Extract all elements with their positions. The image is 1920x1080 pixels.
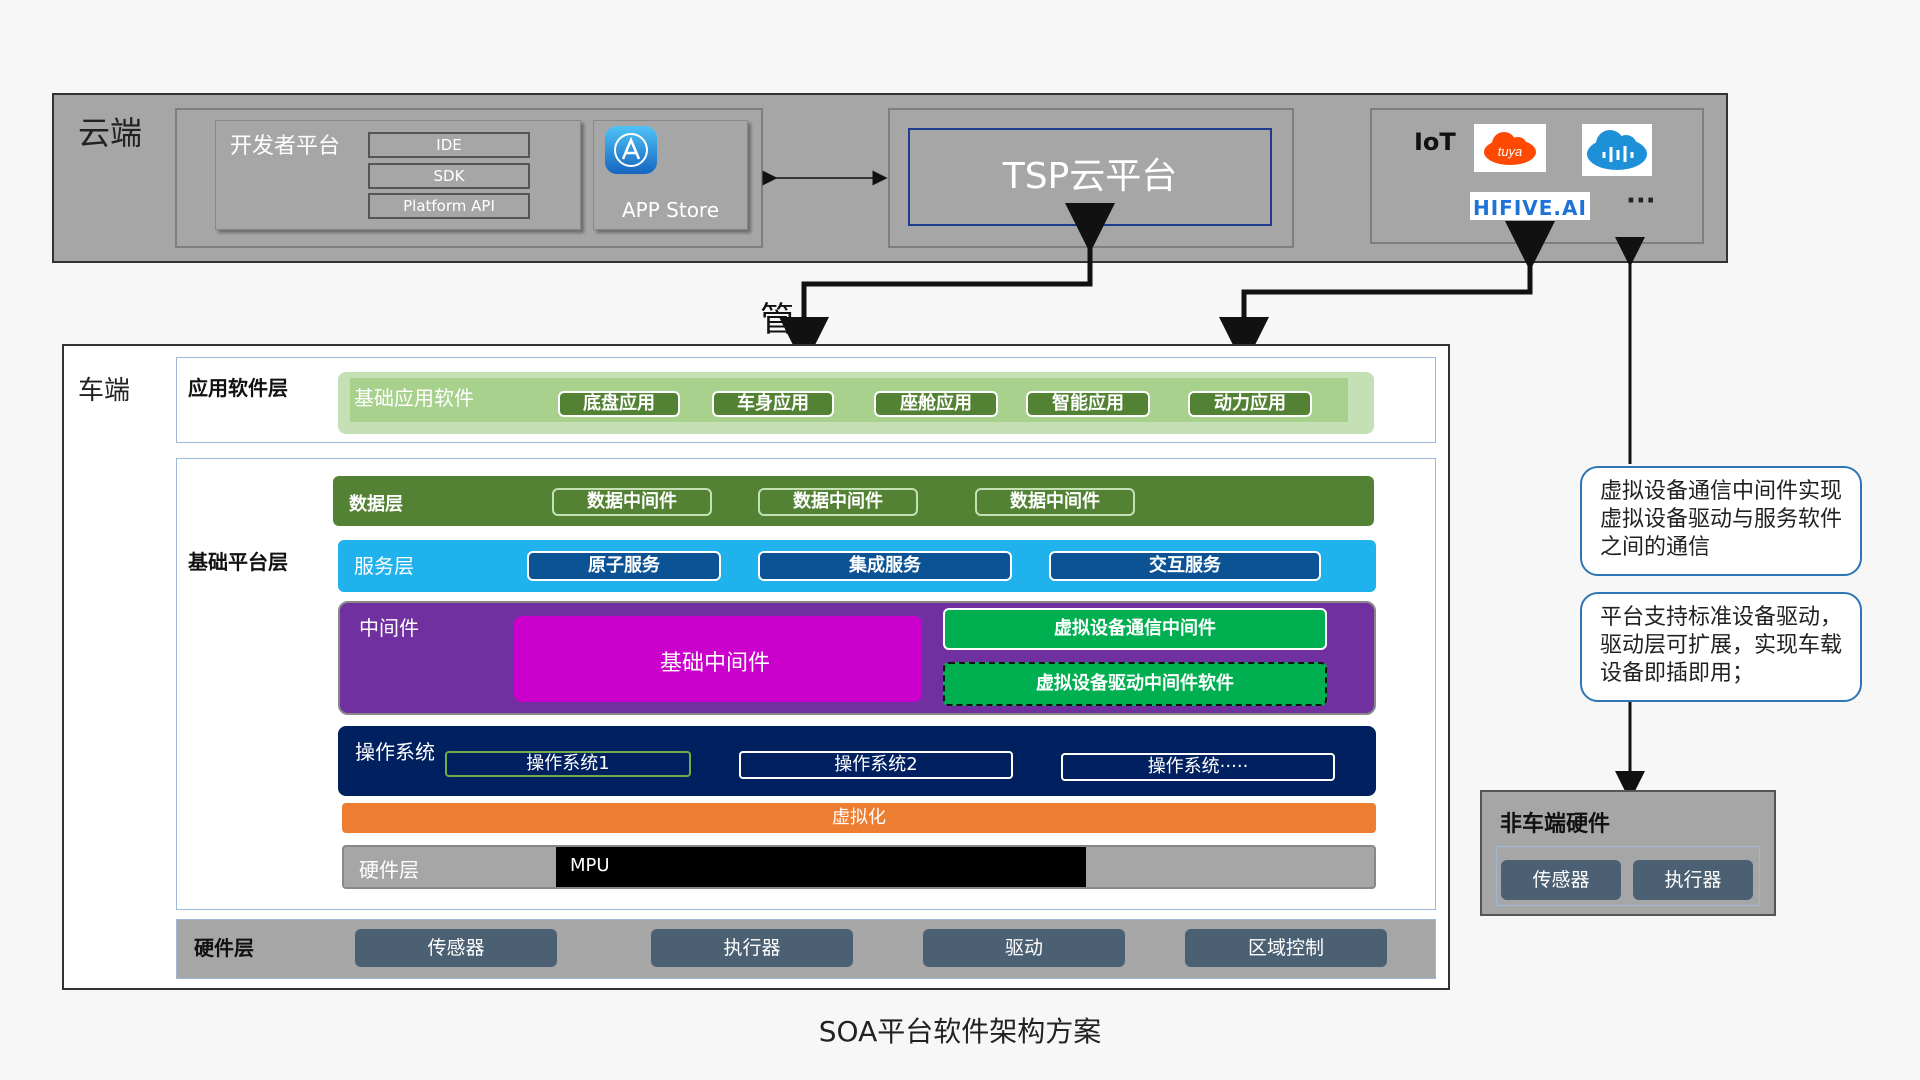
hardware-layer-label: 硬件层 (194, 936, 254, 960)
hw-driver[interactable]: 驱动 (923, 929, 1125, 967)
tsp-platform[interactable]: TSP云平台 (908, 128, 1272, 226)
cloud-title: 云端 (78, 114, 143, 152)
mpu-label: MPU (570, 855, 610, 876)
platform-hw-label: 硬件层 (359, 858, 419, 882)
app-store-icon[interactable] (605, 126, 657, 174)
virtualization-bar[interactable]: 虚拟化 (342, 803, 1376, 833)
os-1[interactable]: 操作系统1 (445, 751, 691, 777)
mpu-block[interactable] (556, 847, 1086, 887)
hw-actuator[interactable]: 执行器 (651, 929, 853, 967)
os-layer (338, 726, 1376, 796)
hifive-logo (1470, 192, 1590, 220)
svg-text:tuya: tuya (1498, 144, 1523, 159)
hifive-logo-text: HIFIVE.AI (1473, 196, 1587, 220)
iot-label: IoT (1414, 128, 1456, 156)
app-chassis[interactable]: 底盘应用 (558, 391, 680, 417)
atomic-service[interactable]: 原子服务 (527, 551, 721, 581)
sdk-item[interactable]: SDK (368, 163, 530, 189)
virtual-comm-middleware[interactable]: 虚拟设备通信中间件 (943, 608, 1327, 650)
platform-api-item[interactable]: Platform API (368, 193, 530, 219)
hw-zone-control[interactable]: 区域控制 (1185, 929, 1387, 967)
offboard-sensor[interactable]: 传感器 (1501, 860, 1621, 900)
iot-more: ··· (1626, 186, 1656, 216)
virtual-driver-middleware[interactable]: 虚拟设备驱动中间件软件 (943, 662, 1327, 706)
cloud-wave-logo (1582, 124, 1652, 176)
note-driver: 平台支持标准设备驱动，驱动层可扩展，实现车载设备即插即用； (1580, 592, 1862, 702)
app-powertrain[interactable]: 动力应用 (1188, 391, 1312, 417)
car-title: 车端 (78, 376, 131, 406)
os-more[interactable]: 操作系统····· (1061, 753, 1335, 781)
interactive-service[interactable]: 交互服务 (1049, 551, 1321, 581)
hw-sensor[interactable]: 传感器 (355, 929, 557, 967)
platform-layer-label: 基础平台层 (188, 550, 288, 574)
note-comm: 虚拟设备通信中间件实现虚拟设备驱动与服务软件之间的通信 (1580, 466, 1862, 576)
offboard-hw-title: 非车端硬件 (1500, 812, 1611, 837)
app-store-label: APP Store (622, 198, 720, 222)
data-middleware-3[interactable]: 数据中间件 (975, 488, 1135, 516)
os-layer-label: 操作系统 (355, 740, 435, 764)
integrated-service[interactable]: 集成服务 (758, 551, 1012, 581)
app-layer-sublabel: 基础应用软件 (354, 386, 474, 410)
ide-item[interactable]: IDE (368, 132, 530, 158)
figure-caption: SOA平台软件架构方案 (818, 1015, 1102, 1048)
base-middleware-label: 基础中间件 (660, 651, 771, 676)
base-middleware[interactable] (514, 616, 922, 702)
tuya-logo: tuya (1474, 124, 1546, 172)
middleware-label: 中间件 (359, 616, 419, 640)
app-cockpit[interactable]: 座舱应用 (874, 391, 998, 417)
app-body[interactable]: 车身应用 (712, 391, 834, 417)
os-2[interactable]: 操作系统2 (739, 751, 1013, 779)
pipe-label: 管 (760, 300, 794, 340)
data-middleware-1[interactable]: 数据中间件 (552, 488, 712, 516)
app-intelligent[interactable]: 智能应用 (1026, 391, 1150, 417)
app-layer-inner (350, 378, 1348, 422)
offboard-actuator[interactable]: 执行器 (1633, 860, 1753, 900)
data-middleware-2[interactable]: 数据中间件 (758, 488, 918, 516)
service-layer-label: 服务层 (354, 554, 414, 578)
dev-platform-label: 开发者平台 (230, 134, 341, 159)
offboard-hw-inner (1496, 846, 1760, 906)
data-layer-label: 数据层 (349, 494, 403, 515)
app-layer-label: 应用软件层 (188, 376, 288, 400)
